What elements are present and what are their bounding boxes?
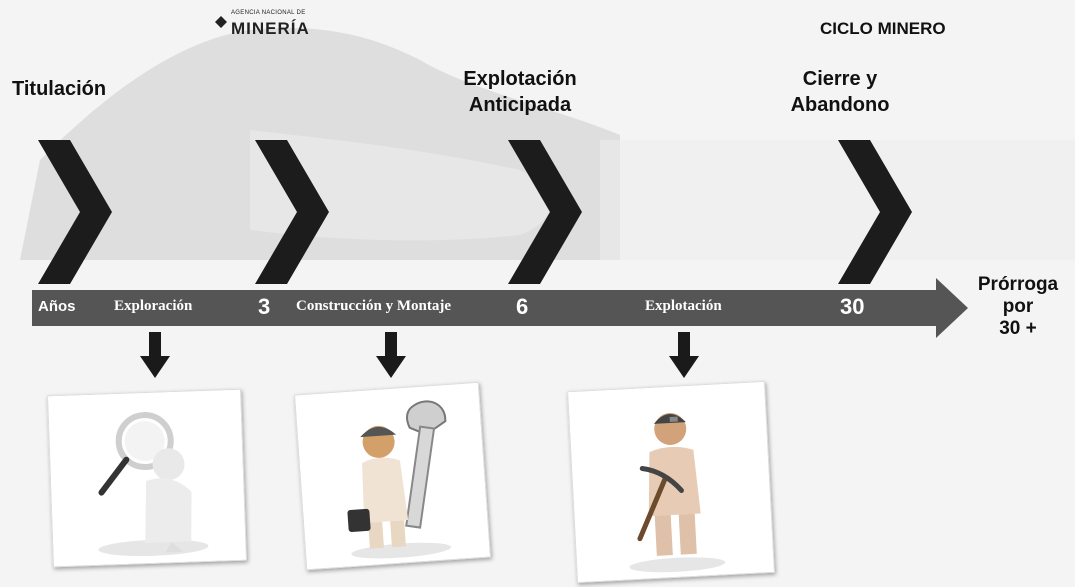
stage-explotacion-anticipada-line1: Explotación <box>463 68 577 90</box>
exploration-figure-image <box>47 388 247 568</box>
extension-line3: 30 + <box>999 318 1037 339</box>
agencia-minera-logo: AGENCIA NACIONAL DE MINERÍA <box>213 8 333 40</box>
wrench-worker-icon <box>295 382 490 570</box>
down-arrow-construccion <box>376 332 406 378</box>
timeline-arrow <box>32 278 968 338</box>
timeline-year-6: 6 <box>516 294 529 319</box>
logo-small-text: AGENCIA NACIONAL DE <box>231 10 306 16</box>
chevron-titulacion <box>38 140 112 284</box>
timeline-year-30: 30 <box>840 294 865 319</box>
construction-figure-image <box>294 381 491 571</box>
stage-cierre-line1: Cierre y <box>802 68 878 90</box>
logo-big-text: MINERÍA <box>231 19 310 38</box>
chevron-cierre <box>838 140 912 284</box>
page-title: CICLO MINERO <box>820 19 946 38</box>
magnifier-figure-icon <box>48 389 246 567</box>
diamond-icon <box>215 16 227 28</box>
pickaxe-miner-icon <box>568 382 774 582</box>
exploitation-figure-image <box>567 380 775 584</box>
down-arrow-explotacion <box>669 332 699 378</box>
stage-cierre-line2: Abandono <box>790 94 890 116</box>
extension-label: Prórroga por 30 + <box>968 274 1068 340</box>
stage-explotacion-anticipada: Explotación Anticipada <box>440 66 600 118</box>
extension-line2: por <box>1002 296 1034 317</box>
sky-band <box>600 140 1075 260</box>
timeline-year-3: 3 <box>258 294 271 319</box>
timeline-explotacion: Explotación <box>645 298 722 314</box>
chevron-exploracion <box>255 140 329 284</box>
stage-explotacion-anticipada-line2: Anticipada <box>468 94 572 116</box>
timeline-anos: Años <box>38 298 76 315</box>
extension-line1: Prórroga <box>977 274 1059 295</box>
timeline-exploracion: Exploración <box>114 298 193 314</box>
stage-cierre: Cierre y Abandono <box>780 66 900 118</box>
stage-titulacion: Titulación <box>12 78 107 100</box>
down-arrow-exploracion <box>140 332 170 378</box>
chevron-explotacion-anticipada <box>508 140 582 284</box>
timeline-construccion: Construcción y Montaje <box>296 298 451 314</box>
